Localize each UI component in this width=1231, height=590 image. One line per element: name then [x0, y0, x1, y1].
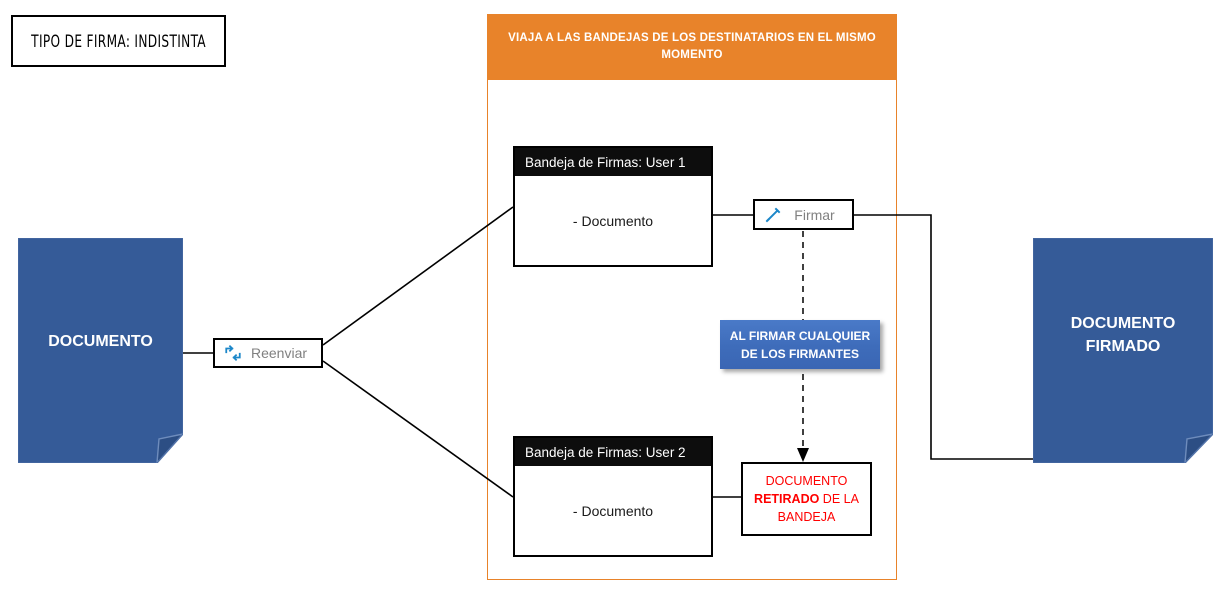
blue-callout-line2: DE LOS FIRMANTES	[740, 346, 859, 361]
document-shape-left: DOCUMENTO	[18, 238, 183, 463]
red-box-line1: DOCUMENTO	[765, 473, 848, 488]
red-box-line2-bold: RETIRADO	[754, 491, 820, 506]
forward-retweet-icon	[223, 343, 243, 363]
firmar-button-label: Firmar	[794, 206, 835, 223]
diagram-title-text: TIPO DE FIRMA: INDISTINTA	[31, 31, 206, 51]
orange-region-header: VIAJA A LAS BANDEJAS DE LOS DESTINATARIO…	[487, 14, 897, 80]
red-box-line3: BANDEJA	[777, 510, 836, 525]
firmar-button[interactable]: Firmar	[753, 199, 854, 230]
blue-callout-line1: AL FIRMAR CUALQUIER	[729, 328, 871, 343]
pencil-sign-icon	[763, 205, 783, 225]
tray-user1-header: Bandeja de Firmas: User 1	[515, 148, 711, 176]
tray-user2-header: Bandeja de Firmas: User 2	[515, 438, 711, 466]
red-box-line2: RETIRADO DE LA	[754, 490, 859, 508]
diagram-title-box: TIPO DE FIRMA: INDISTINTA	[11, 15, 226, 67]
red-box-line2-rest: DE LA	[819, 491, 859, 506]
tray-user2-body: - Documento	[515, 466, 711, 555]
blue-callout-box: AL FIRMAR CUALQUIER DE LOS FIRMANTES	[720, 320, 880, 369]
tray-user1-body: - Documento	[515, 176, 711, 265]
tray-box-user2: Bandeja de Firmas: User 2 - Documento	[513, 436, 713, 557]
reenviar-button-label: Reenviar	[250, 345, 308, 361]
reenviar-button[interactable]: Reenviar	[213, 338, 323, 368]
tray-box-user1: Bandeja de Firmas: User 1 - Documento	[513, 146, 713, 267]
document-shape-right: DOCUMENTO FIRMADO	[1033, 238, 1213, 463]
documento-retirado-box: DOCUMENTO RETIRADO DE LA BANDEJA	[741, 462, 872, 536]
